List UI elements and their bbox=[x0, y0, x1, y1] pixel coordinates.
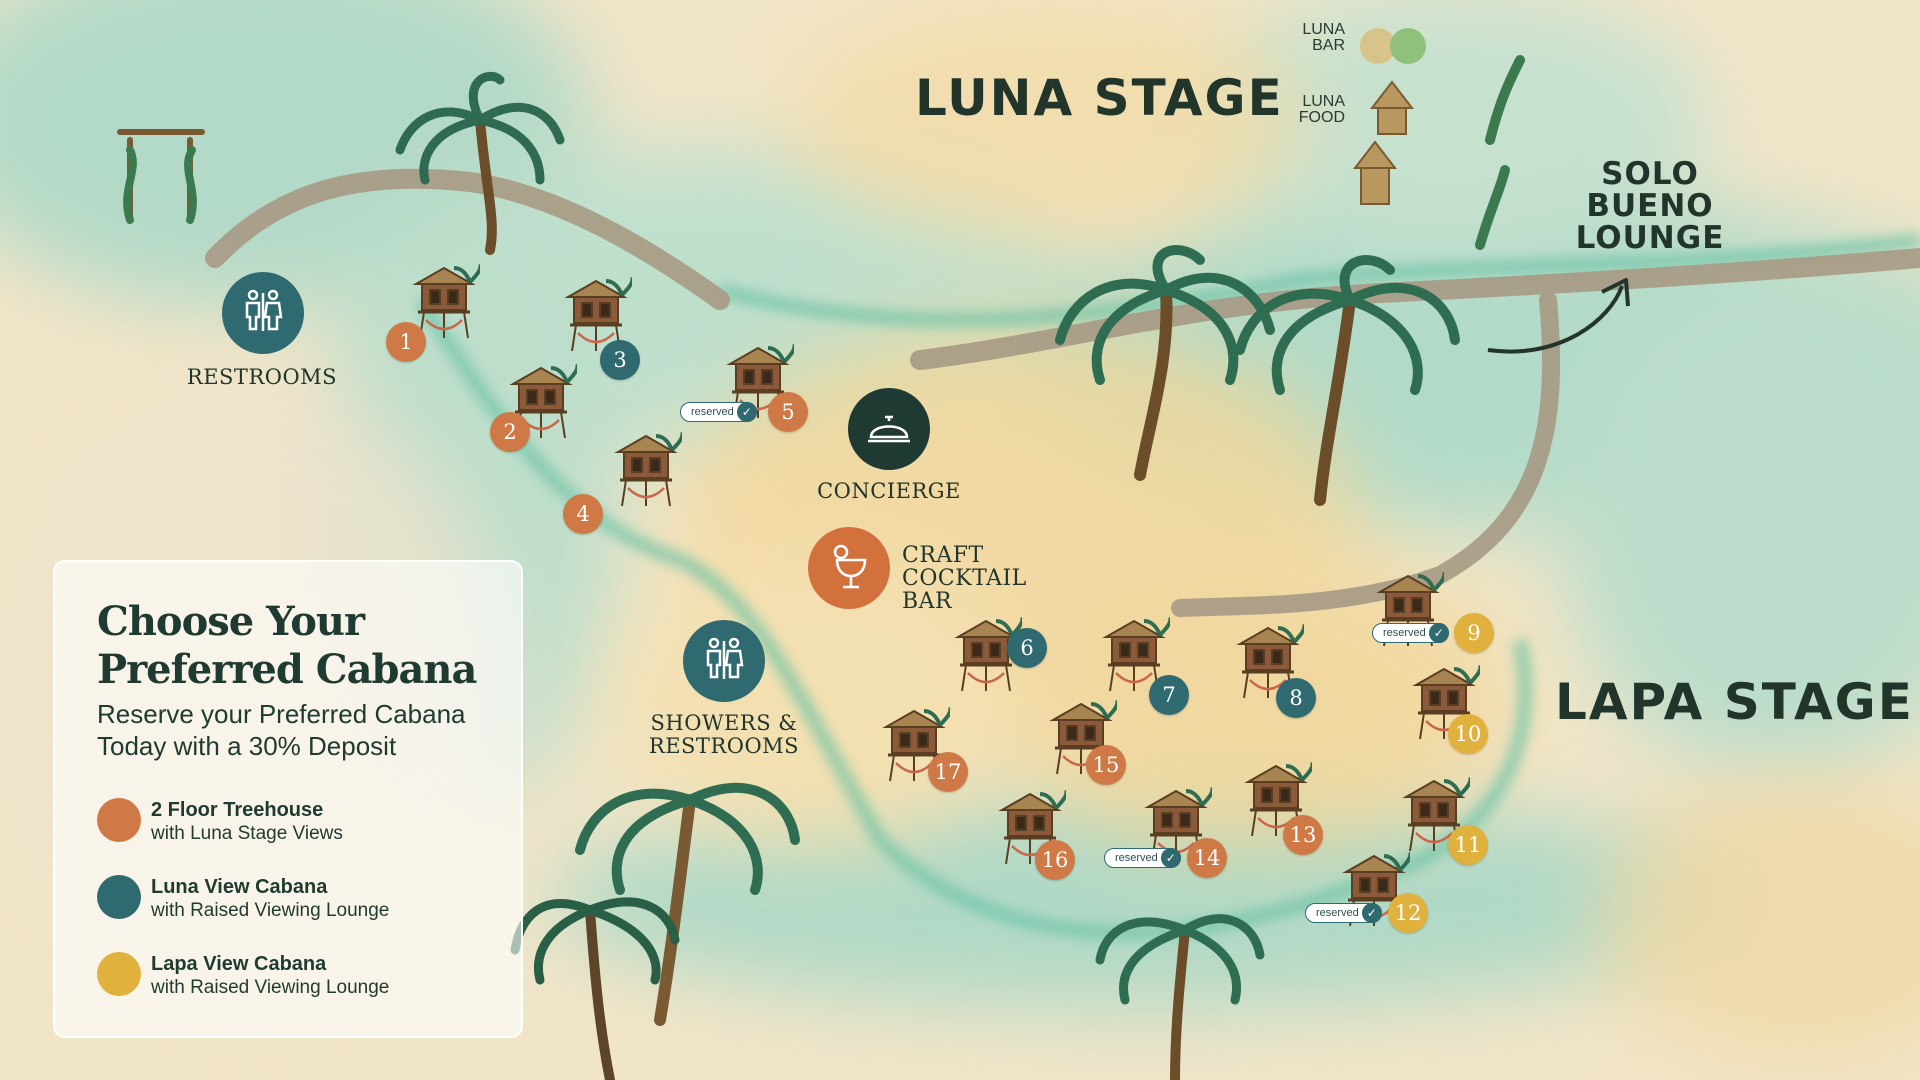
legend-swatch bbox=[97, 798, 141, 842]
cabana-3-marker[interactable]: 3 bbox=[600, 340, 640, 380]
cabana-4-hut[interactable] bbox=[610, 430, 685, 508]
cocktail-bar-label: CRAFT COCKTAIL BAR bbox=[902, 543, 1027, 614]
cabana-9-marker[interactable]: 9 bbox=[1454, 613, 1494, 653]
luna-stage-label: LUNA STAGE bbox=[915, 69, 1284, 127]
restroom-icon bbox=[700, 635, 748, 687]
restrooms-marker[interactable] bbox=[222, 272, 304, 354]
restroom-icon bbox=[239, 287, 287, 339]
concierge-marker[interactable] bbox=[848, 388, 930, 470]
legend-item-desc: with Raised Viewing Lounge bbox=[151, 900, 390, 921]
cocktail-bar-marker[interactable] bbox=[808, 527, 890, 609]
cabana-6-marker[interactable]: 6 bbox=[1007, 628, 1047, 668]
legend-swatch bbox=[97, 875, 141, 919]
legend-panel: Choose Your Preferred Cabana Reserve you… bbox=[53, 560, 523, 1038]
reserved-badge: reserved✓ bbox=[1372, 623, 1449, 643]
showers-marker[interactable] bbox=[683, 620, 765, 702]
cabana-2-hut[interactable] bbox=[505, 362, 580, 440]
luna-food-label: LUNA FOOD bbox=[1298, 93, 1345, 126]
cabana-14-marker[interactable]: 14 bbox=[1187, 838, 1227, 878]
cabana-5-marker[interactable]: 5 bbox=[768, 392, 808, 432]
cabana-15-hut[interactable] bbox=[1045, 698, 1120, 776]
legend-item-desc: with Raised Viewing Lounge bbox=[151, 977, 390, 998]
service-bell-icon bbox=[865, 407, 913, 451]
legend-item-name: 2 Floor Treehouse bbox=[151, 799, 324, 821]
cabana-15-marker[interactable]: 15 bbox=[1086, 745, 1126, 785]
concierge-label: CONCIERGE bbox=[817, 479, 961, 503]
cabana-2-marker[interactable]: 2 bbox=[490, 412, 530, 452]
legend-title: Choose Your Preferred Cabana bbox=[97, 598, 477, 693]
legend-item-name: Luna View Cabana bbox=[151, 876, 328, 898]
cabana-6-hut[interactable] bbox=[950, 615, 1025, 693]
check-icon: ✓ bbox=[1160, 848, 1181, 868]
cabana-11-marker[interactable]: 11 bbox=[1448, 825, 1488, 865]
check-icon: ✓ bbox=[1428, 623, 1449, 643]
cabana-10-marker[interactable]: 10 bbox=[1448, 714, 1488, 754]
reserved-badge: reserved✓ bbox=[680, 402, 757, 422]
cabana-13-marker[interactable]: 13 bbox=[1283, 815, 1323, 855]
cabana-16-hut[interactable] bbox=[994, 788, 1069, 866]
showers-label: SHOWERS & RESTROOMS bbox=[648, 711, 800, 758]
cabana-8-hut[interactable] bbox=[1232, 622, 1307, 700]
cabana-7-hut[interactable] bbox=[1098, 615, 1173, 693]
lapa-stage-label: LAPA STAGE bbox=[1555, 673, 1914, 731]
cabana-4-marker[interactable]: 4 bbox=[563, 494, 603, 534]
cabana-12-marker[interactable]: 12 bbox=[1388, 893, 1428, 933]
cabana-7-marker[interactable]: 7 bbox=[1149, 675, 1189, 715]
cabana-1-marker[interactable]: 1 bbox=[386, 322, 426, 362]
cabana-3-hut[interactable] bbox=[560, 275, 635, 353]
cabana-16-marker[interactable]: 16 bbox=[1035, 840, 1075, 880]
reserved-badge: reserved✓ bbox=[1104, 848, 1181, 868]
legend-swatch bbox=[97, 952, 141, 996]
solo-bueno-lounge-label: SOLO BUENO LOUNGE bbox=[1575, 156, 1725, 256]
legend-item-name: Lapa View Cabana bbox=[151, 953, 327, 975]
check-icon: ✓ bbox=[1361, 903, 1382, 923]
legend-subtitle: Reserve your Preferred Cabana Today with… bbox=[97, 699, 466, 761]
cocktail-glass-icon bbox=[827, 542, 871, 594]
cabana-8-marker[interactable]: 8 bbox=[1276, 678, 1316, 718]
restrooms-label: RESTROOMS bbox=[186, 365, 338, 389]
reserved-badge: reserved✓ bbox=[1305, 903, 1382, 923]
cabana-17-marker[interactable]: 17 bbox=[928, 752, 968, 792]
check-icon: ✓ bbox=[736, 402, 757, 422]
cabana-9-hut[interactable] bbox=[1372, 570, 1447, 648]
cabana-11-hut[interactable] bbox=[1398, 775, 1473, 853]
luna-bar-label: LUNA BAR bbox=[1302, 21, 1345, 54]
legend-item-desc: with Luna Stage Views bbox=[151, 823, 343, 844]
